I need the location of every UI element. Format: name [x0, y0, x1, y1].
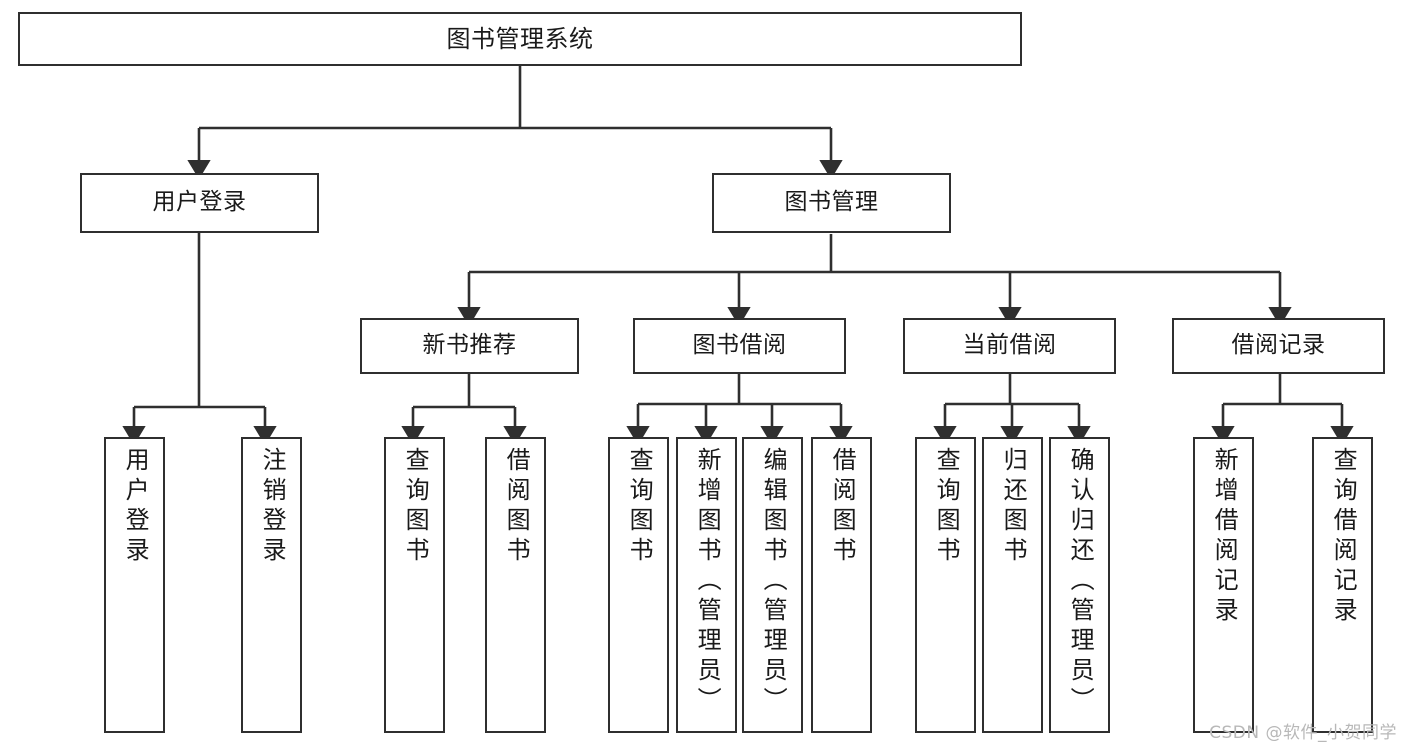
leaf-logout-login-label: 注销登录	[258, 447, 287, 567]
leaf-confirm-return[interactable]: 确认归还（管理员）	[1049, 437, 1110, 733]
leaf-confirm-return-label: 确认归还（管理员）	[1066, 447, 1095, 717]
leaf-borrow-book-2[interactable]: 借阅图书	[811, 437, 872, 733]
leaf-add-book-label: 新增图书（管理员）	[693, 447, 722, 717]
leaf-add-record-label: 新增借阅记录	[1210, 447, 1239, 627]
leaf-query-record[interactable]: 查询借阅记录	[1312, 437, 1373, 733]
node-root-label: 图书管理系统	[446, 24, 594, 53]
leaf-edit-book[interactable]: 编辑图书（管理员）	[742, 437, 803, 733]
node-root[interactable]: 图书管理系统	[18, 12, 1022, 66]
leaf-query-book-2-label: 查询图书	[625, 447, 654, 567]
node-borrow-record-label: 借阅记录	[1231, 332, 1326, 359]
node-book-borrow[interactable]: 图书借阅	[633, 318, 846, 374]
node-new-book-recommend[interactable]: 新书推荐	[360, 318, 579, 374]
leaf-borrow-book-2-label: 借阅图书	[828, 447, 857, 567]
leaf-query-record-label: 查询借阅记录	[1329, 447, 1358, 627]
leaf-query-book-3-label: 查询图书	[932, 447, 961, 567]
csdn-watermark: CSDN @软件_小贺同学	[1209, 723, 1397, 743]
leaf-query-book-3[interactable]: 查询图书	[915, 437, 976, 733]
node-current-borrow-label: 当前借阅	[962, 332, 1057, 359]
node-borrow-record[interactable]: 借阅记录	[1172, 318, 1385, 374]
node-current-borrow[interactable]: 当前借阅	[903, 318, 1116, 374]
leaf-logout-login[interactable]: 注销登录	[241, 437, 302, 733]
leaf-query-book-1[interactable]: 查询图书	[384, 437, 445, 733]
node-user-login-label: 用户登录	[152, 189, 247, 216]
leaf-borrow-book-1[interactable]: 借阅图书	[485, 437, 546, 733]
leaf-return-book-label: 归还图书	[999, 447, 1028, 567]
node-new-book-recommend-label: 新书推荐	[422, 332, 517, 359]
node-book-manage[interactable]: 图书管理	[712, 173, 951, 233]
node-user-login[interactable]: 用户登录	[80, 173, 319, 233]
node-book-borrow-label: 图书借阅	[692, 332, 787, 359]
leaf-return-book[interactable]: 归还图书	[982, 437, 1043, 733]
leaf-query-book-2[interactable]: 查询图书	[608, 437, 669, 733]
leaf-edit-book-label: 编辑图书（管理员）	[759, 447, 788, 717]
leaf-user-login-label: 用户登录	[121, 447, 150, 567]
leaf-add-record[interactable]: 新增借阅记录	[1193, 437, 1254, 733]
leaf-query-book-1-label: 查询图书	[401, 447, 430, 567]
leaf-borrow-book-1-label: 借阅图书	[502, 447, 531, 567]
leaf-add-book[interactable]: 新增图书（管理员）	[676, 437, 737, 733]
node-book-manage-label: 图书管理	[784, 189, 879, 216]
leaf-user-login[interactable]: 用户登录	[104, 437, 165, 733]
